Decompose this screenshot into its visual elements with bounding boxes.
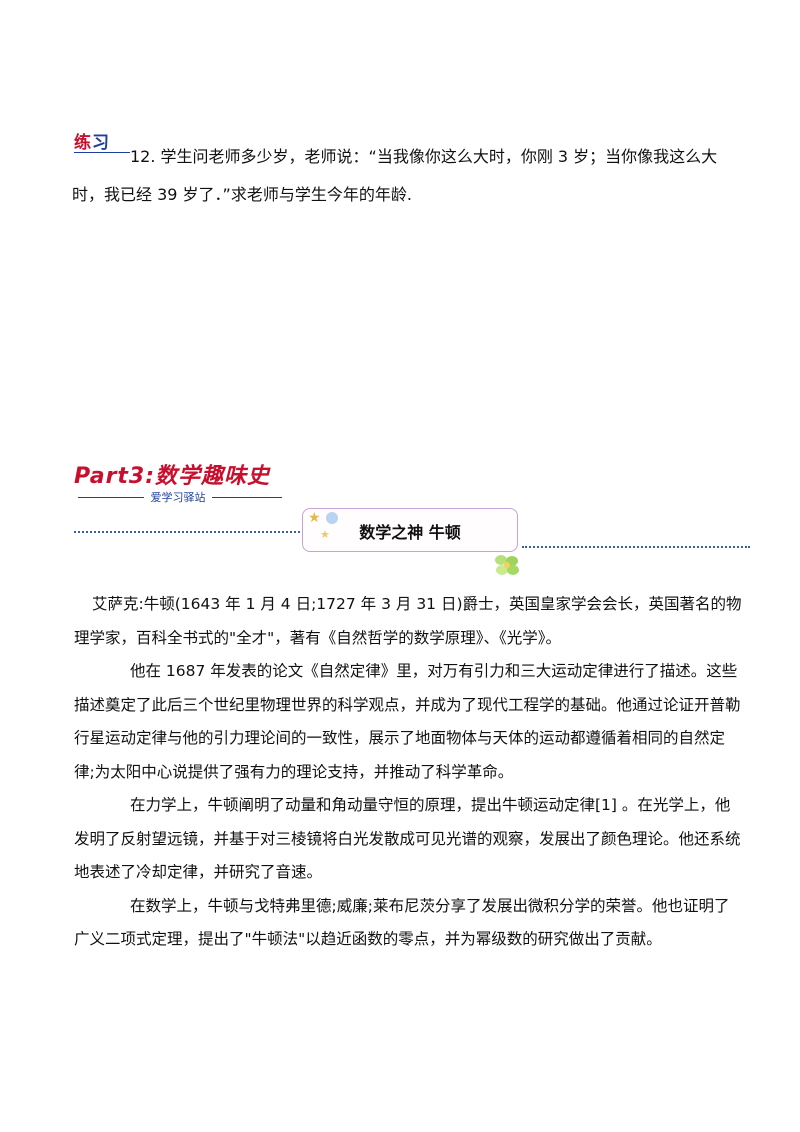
star-icon: ★: [308, 510, 321, 526]
paragraph-2: 他在 1687 年发表的论文《自然定律》里，对万有引力和三大运动定律进行了描述。…: [74, 662, 741, 781]
practice-logo: 练习: [74, 128, 130, 158]
dotted-rule-right: [522, 546, 750, 548]
subtitle-line-left: [78, 497, 144, 498]
bubble-icon: [326, 512, 338, 524]
question-line-1: 12. 学生问老师多少岁，老师说：“当我像你这么大时，你刚 3 岁；当你像我这么…: [130, 147, 718, 166]
logo-underline: [74, 152, 130, 153]
logo-char-2: 习: [92, 133, 110, 153]
part-subtitle: 爱学习驿站: [150, 491, 206, 504]
paragraph-4: 在数学上，牛顿与戈特弗里德;威廉;莱布尼茨分享了发展出微积分学的荣誉。他也证明了…: [74, 896, 730, 949]
part-subtitle-row: 爱学习驿站: [78, 490, 282, 504]
section-title: 数学之神 牛顿: [359, 523, 461, 542]
question-line-2: 时，我已经 39 岁了．”求老师与学生今年的年龄.: [72, 185, 412, 204]
question-12: 12. 学生问老师多少岁，老师说：“当我像你这么大时，你刚 3 岁；当你像我这么…: [72, 138, 740, 204]
dotted-rule-left: [74, 531, 300, 533]
part-title: Part3:数学趣味史: [74, 464, 271, 489]
paragraph-1: 艾萨克:牛顿(1643 年 1 月 4 日;1727 年 3 月 31 日)爵士…: [74, 595, 742, 647]
logo-char-1: 练: [74, 133, 92, 153]
part-header: Part3:数学趣味史 爱学习驿站: [74, 458, 282, 504]
paragraph-3: 在力学上，牛顿阐明了动量和角动量守恒的原理，提出牛顿运动定律[1] 。在光学上，…: [74, 796, 741, 881]
article: 艾萨克:牛顿(1643 年 1 月 4 日;1727 年 3 月 31 日)爵士…: [74, 588, 744, 957]
flower-icon: [495, 555, 519, 575]
small-star-icon: ★: [320, 528, 330, 541]
section-title-box: 数学之神 牛顿: [302, 508, 518, 552]
subtitle-line-right: [212, 497, 282, 498]
